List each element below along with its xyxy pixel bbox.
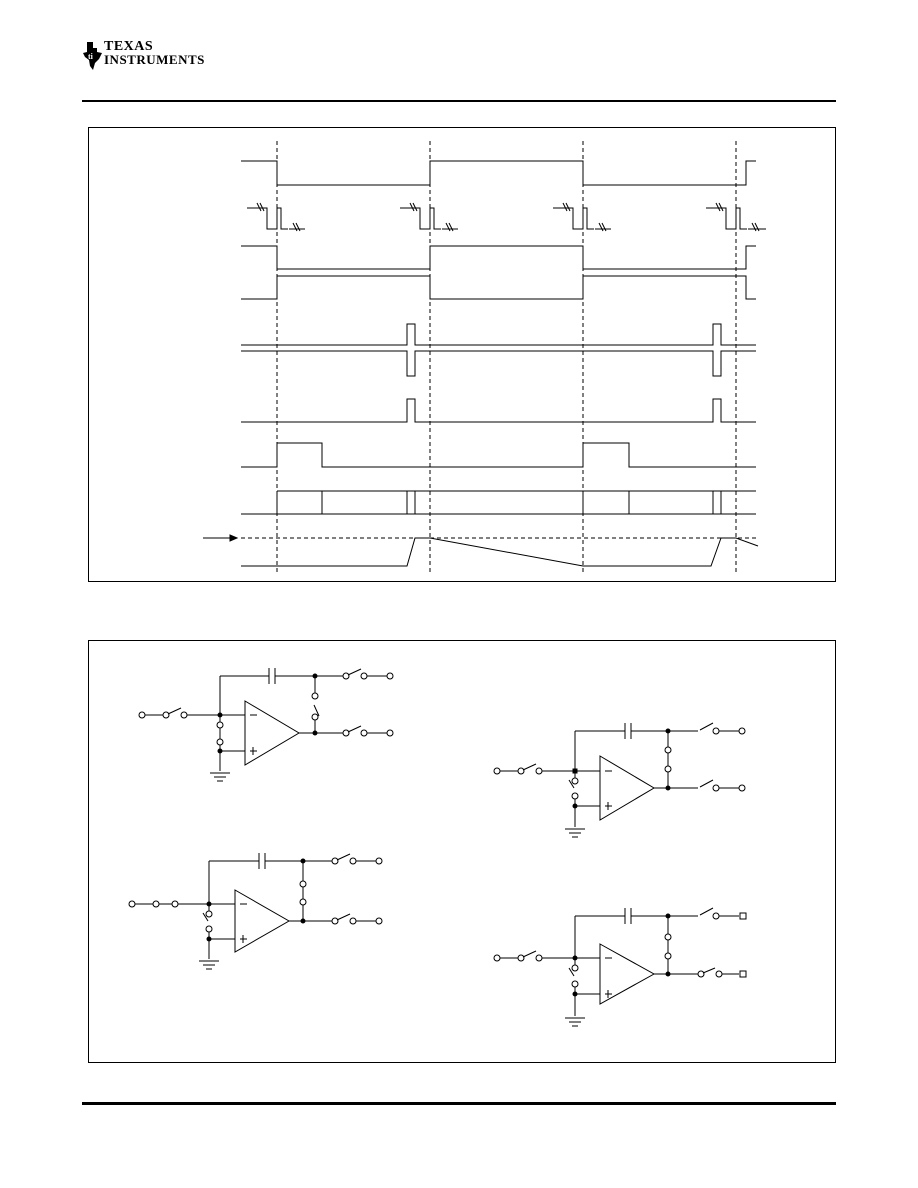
circuit-a [138,668,394,782]
company-name-line1: Texas [104,39,154,54]
timing-diagram-figure [88,127,836,582]
ti-logo: ti Texas Instruments [82,39,205,80]
company-name: Texas Instruments [104,39,205,67]
complementary-waveforms [241,246,756,299]
switch-circuits-figure [88,640,836,1063]
circuit-c [493,723,746,838]
circuit-b [128,853,383,970]
state-row [241,491,756,514]
svg-text:ti: ti [88,52,94,61]
pulse-row-2 [247,203,766,231]
timing-diagram [89,128,835,581]
period-markers [277,141,736,573]
company-name-line2: Instruments [104,52,205,67]
reset-pulse-row [241,443,756,467]
switch-circuits [128,641,835,1027]
sample-pulse-row [241,399,756,422]
header-rule [82,100,836,102]
ti-logo-icon: ti [83,42,102,70]
clock-waveform [241,161,756,185]
integrator-output-row [203,535,758,566]
circuit-d [493,908,746,1027]
gate-pulse-row [241,324,756,376]
footer-rule [82,1102,836,1105]
